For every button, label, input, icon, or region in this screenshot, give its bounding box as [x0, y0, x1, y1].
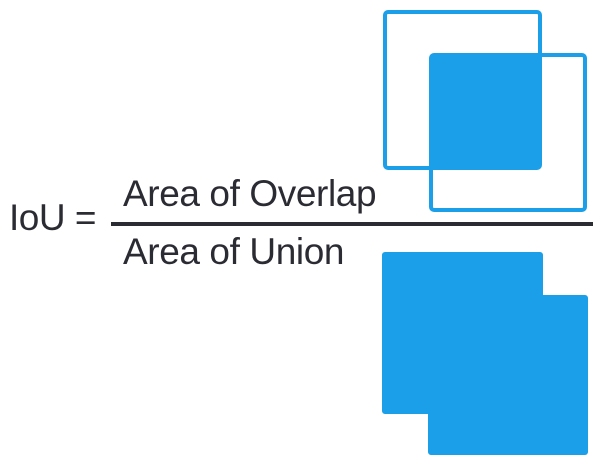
overlap-diagram — [375, 0, 600, 225]
overlap-box-a-outline — [383, 10, 542, 170]
overlap-box-b-outline — [429, 53, 587, 212]
union-fill-polygon — [382, 252, 588, 455]
intersection-fill-rect — [431, 55, 540, 168]
iou-label: IoU = — [9, 197, 96, 238]
union-diagram — [375, 243, 600, 468]
overlap-diagram-svg — [383, 10, 587, 212]
union-diagram-svg — [382, 252, 588, 455]
